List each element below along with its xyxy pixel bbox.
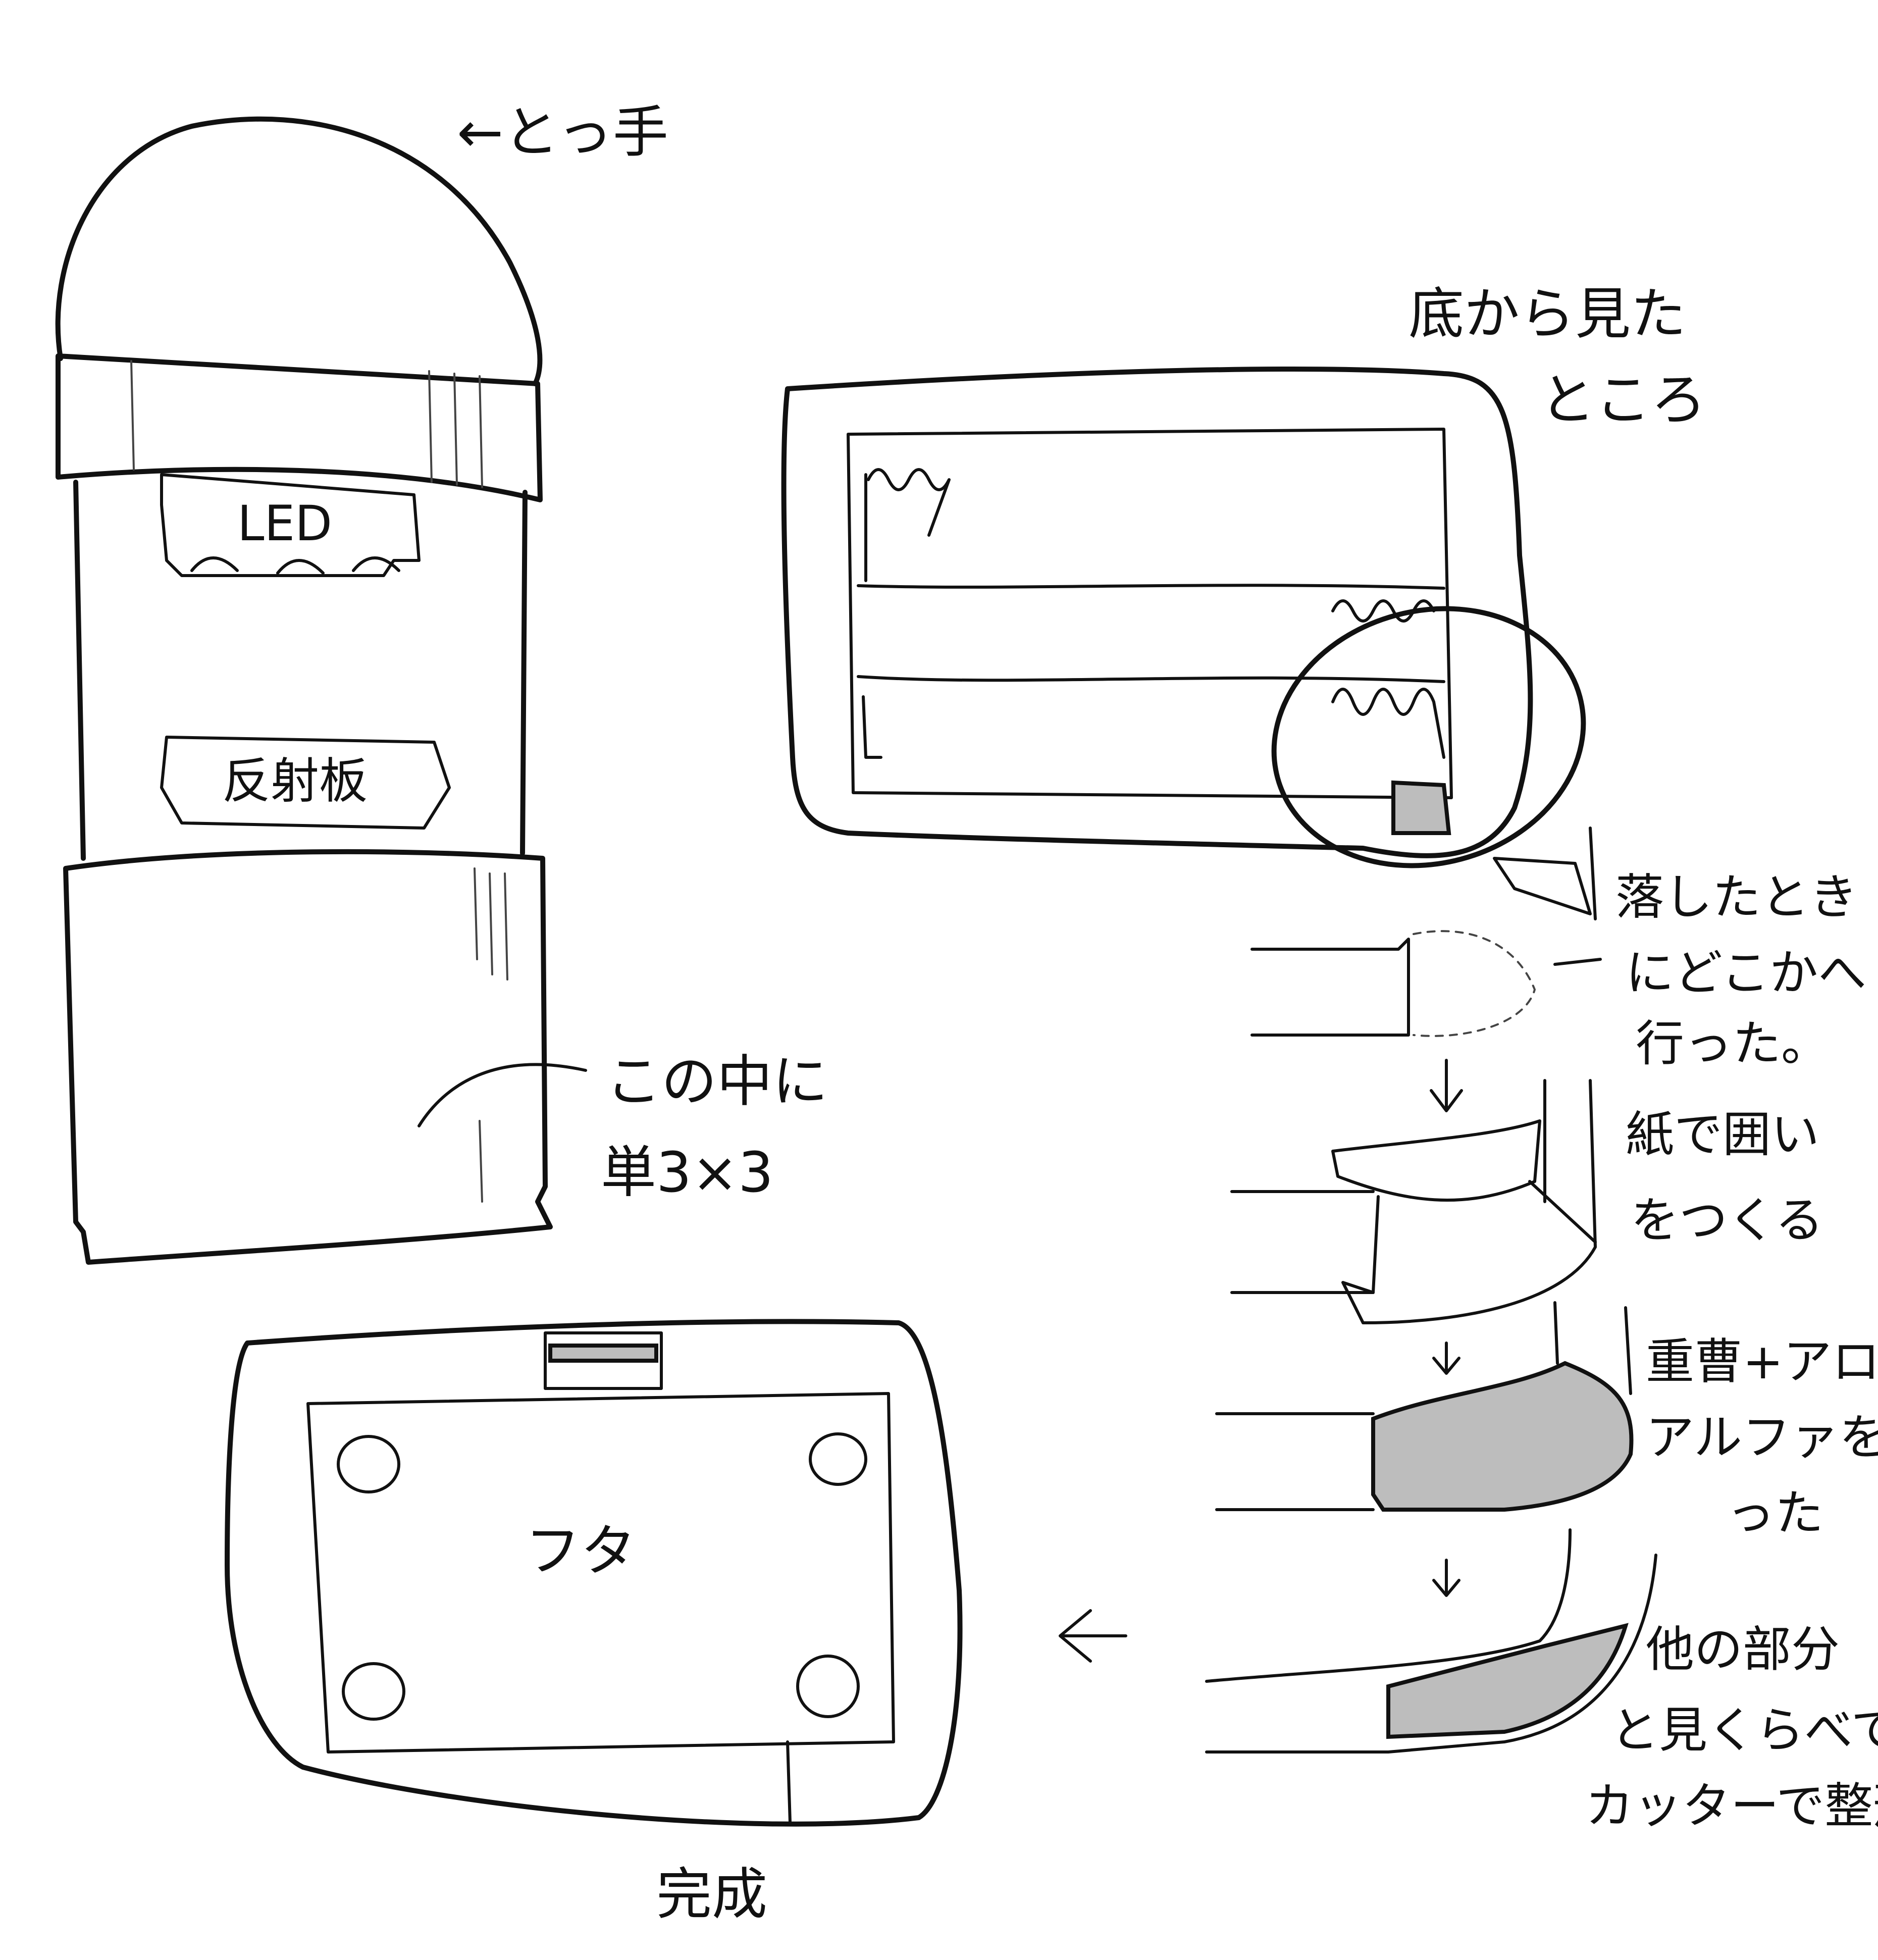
completed-outline — [225, 1319, 963, 1827]
step-putty-line3: った — [1727, 1485, 1823, 1541]
handle-band — [56, 353, 543, 502]
step-dropped-line3: 行った。 — [1636, 1015, 1830, 1072]
foot-bottom-right — [796, 1655, 860, 1718]
bottom-view-title-line1: 底から見た — [1408, 282, 1686, 346]
foot-bottom-left — [342, 1662, 405, 1721]
step-putty-line1: 重曹+アロン — [1646, 1333, 1878, 1390]
lid-label: フタ — [525, 1519, 636, 1583]
putty-fill — [1371, 1361, 1634, 1512]
arrow-left-to-completed — [1059, 1609, 1127, 1663]
arrow-down-1 — [1430, 1059, 1463, 1112]
reflector-label: 反射板 — [222, 753, 368, 809]
spring-top-left — [864, 468, 951, 582]
repair-steps: 落したとき にどこかへ 行った。 紙で囲い をつくる 重曹+アロン アルファを盛… — [1205, 827, 1878, 1834]
step-dropped-line1: 落したとき — [1615, 869, 1858, 925]
arrow-down-3 — [1432, 1559, 1460, 1597]
battery-label-line2: 単3×3 — [601, 1140, 773, 1205]
led-label: LED — [237, 495, 332, 552]
reflector-window — [160, 736, 451, 830]
body-middle — [73, 480, 528, 861]
step-putty-line2: アルファを盛 — [1646, 1409, 1878, 1466]
arrow-down-2 — [1432, 1342, 1460, 1375]
step-paper-line2: をつくる — [1631, 1192, 1823, 1249]
foot-top-right — [809, 1432, 867, 1486]
step-putty-drawing — [1215, 1301, 1634, 1512]
step-paper-drawing — [1230, 1079, 1597, 1324]
step-trim-line2: と見くらべて — [1610, 1702, 1878, 1759]
spring-bottom-right — [1331, 688, 1445, 759]
battery-label-line1: この中に — [606, 1049, 828, 1114]
spring-mid-right — [1331, 599, 1435, 623]
bottom-view-title-line2: ところ — [1540, 368, 1706, 432]
lid-outline — [306, 1392, 895, 1753]
flashlight-drawing: ←とっ手 LED 反射板 この中に 単3×3 — [55, 100, 828, 1265]
step-dropped-drawing — [1250, 827, 1602, 1037]
handle-label: ←とっ手 — [457, 100, 668, 165]
latch — [544, 1331, 663, 1390]
completed-drawing: フタ 完成 — [225, 1319, 963, 1927]
battery-compartment — [847, 428, 1453, 799]
bottom-view-drawing: 底から見た ところ — [781, 282, 1706, 868]
step-dropped-line2: にどこかへ — [1626, 945, 1866, 1001]
completed-caption: 完成 — [656, 1862, 767, 1927]
led-window — [160, 473, 421, 577]
foot-top-left — [337, 1435, 400, 1493]
step-trim-drawing — [1205, 1528, 1657, 1753]
damage-circle — [1271, 606, 1586, 868]
step-trim-line3: カッターで整形 — [1585, 1778, 1878, 1834]
bottom-view-outline — [781, 367, 1533, 858]
battery-leader-line — [418, 1063, 587, 1127]
battery-tube — [63, 849, 553, 1265]
step-paper-line1: 紙で囲い — [1626, 1106, 1819, 1163]
handle-dome — [55, 116, 543, 386]
step-trim-line1: 他の部分 — [1646, 1621, 1840, 1678]
